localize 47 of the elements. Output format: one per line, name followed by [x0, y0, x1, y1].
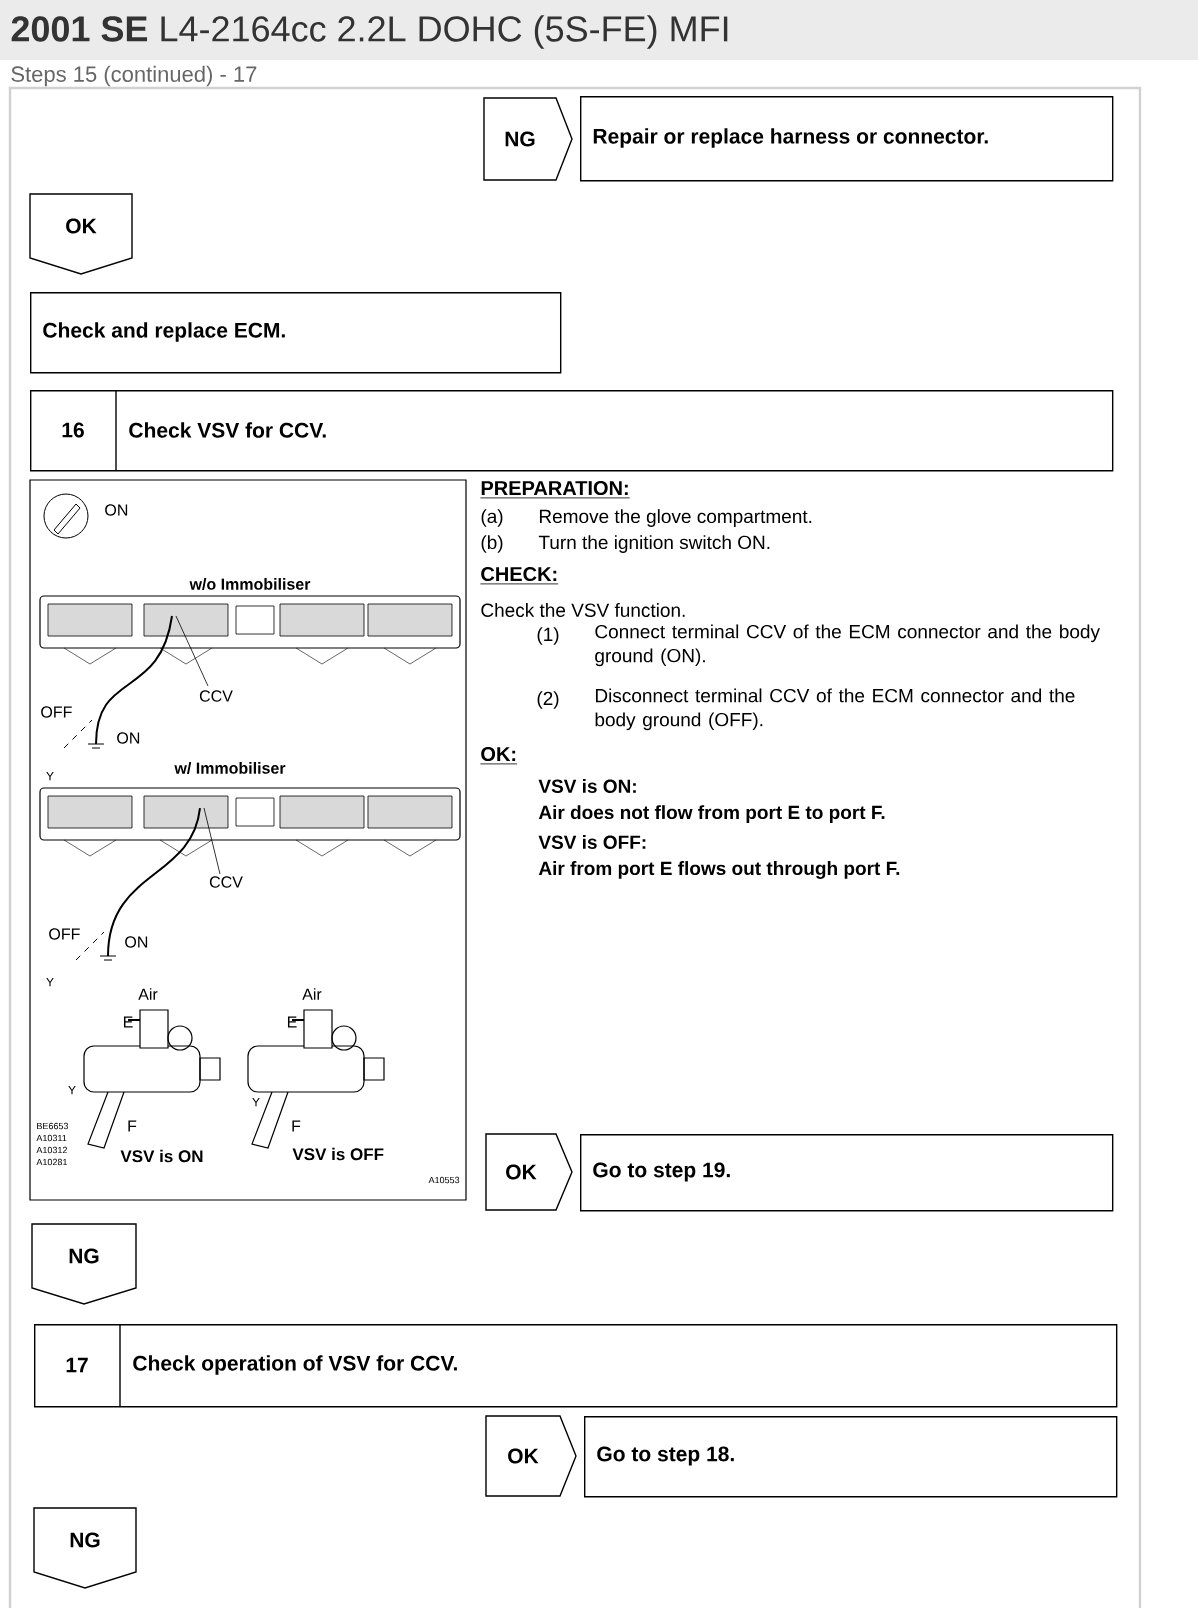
- figure-label: ON: [125, 936, 148, 948]
- figure-label: E: [288, 1016, 297, 1028]
- instruction-text: Turn the ignition switch ON.: [538, 535, 770, 553]
- figure-label: CCV: [209, 876, 243, 888]
- figure-label: CCV: [199, 690, 233, 702]
- step-box: 16 Check VSV for CCV.: [30, 389, 1114, 472]
- header-bar: 2001 SE L4-2164cc 2.2L DOHC (5S-FE) MFI: [0, 0, 1198, 60]
- figure-label: VSV is ON: [120, 1149, 203, 1163]
- instruction-text: PREPARATION:: [480, 480, 631, 499]
- instruction-text: (b): [481, 535, 503, 553]
- result-tag: OK: [29, 193, 133, 275]
- instruction-text: CHECK:: [480, 566, 559, 585]
- figure-label: ON: [117, 732, 140, 744]
- action-box: Repair or replace harness or connector.: [580, 96, 1114, 182]
- instruction-text: OK:: [480, 746, 518, 765]
- figure-label: Air: [302, 988, 322, 1000]
- instruction-text: Connect terminal CCV of the ECM connector and the body ground (ON).: [595, 624, 1100, 667]
- figure-label: OFF: [49, 928, 80, 940]
- result-tag: OK: [485, 1415, 577, 1497]
- result-tag: OK: [485, 1133, 573, 1211]
- instruction-text: Check the VSV function.: [481, 603, 685, 617]
- instruction-text: Air from port E flows out through port F.: [538, 861, 900, 879]
- figure-label: w/o Immobiliser: [189, 578, 311, 590]
- result-tag: NG: [33, 1507, 137, 1589]
- instruction-text: Remove the glove compartment.: [539, 509, 812, 527]
- instruction-text: (a): [481, 509, 503, 527]
- figure-label: VSV is OFF: [292, 1147, 384, 1161]
- action-box: Go to step 19.: [580, 1134, 1114, 1212]
- figure-label: OFF: [41, 706, 72, 718]
- result-tag: NG: [483, 97, 573, 181]
- figure-label: w/ Immobiliser: [174, 762, 286, 774]
- figure-label: F: [292, 1120, 301, 1132]
- instruction-text: Air does not flow from port E to port F.: [538, 805, 885, 823]
- action-box: Go to step 18.: [584, 1416, 1118, 1498]
- subtitle: Steps 15 (continued) - 17: [11, 65, 257, 87]
- instruction-text: Disconnect terminal CCV of the ECM connector and the body ground (OFF).: [595, 688, 1075, 731]
- instruction-text: VSV is ON:: [538, 779, 636, 793]
- instruction-text: (2): [537, 691, 559, 709]
- instruction-text: VSV is OFF:: [538, 835, 646, 849]
- figure-label: ON: [105, 504, 128, 516]
- figure-label: F: [128, 1120, 137, 1132]
- figure-label: Air: [138, 988, 158, 1000]
- action-box: Check and replace ECM.: [30, 292, 562, 374]
- figure-label: E: [124, 1016, 133, 1028]
- step-box: 17 Check operation of VSV for CCV.: [34, 1323, 1118, 1408]
- instruction-text: (1): [537, 627, 559, 645]
- result-tag: NG: [31, 1223, 137, 1305]
